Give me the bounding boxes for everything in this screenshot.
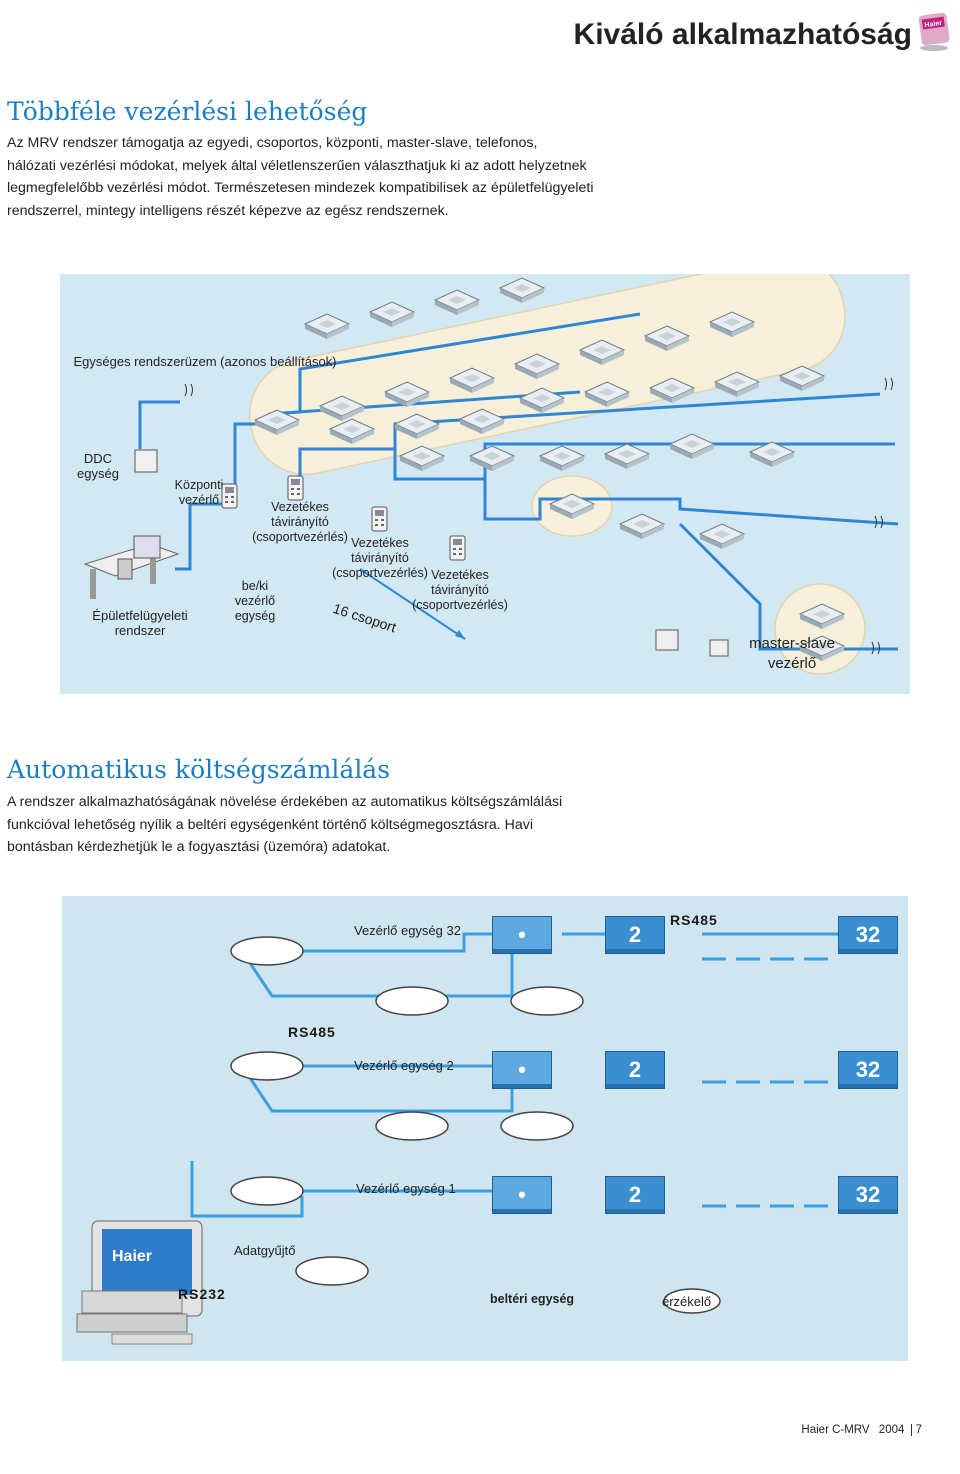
label-unit-1: Vezérlő egység 1	[356, 1181, 456, 1196]
paragraph-line: A rendszer alkalmazhatóságának növelése …	[7, 794, 563, 810]
label-line: Központi	[174, 478, 224, 492]
label-line: be/ki	[241, 579, 269, 593]
section-paragraph-control: Az MRV rendszer támogatja az egyedi, cso…	[7, 132, 937, 222]
haier-logo: Haier	[918, 12, 950, 51]
paragraph-line: bontásban kérdezhetjük le a fogyasztási …	[7, 839, 391, 855]
section-heading-control: Többféle vezérlési lehetőség	[7, 97, 368, 126]
unit-box: •	[492, 1176, 552, 1214]
label-line: távirányító	[271, 515, 329, 529]
label-indoor-unit: beltéri egység	[490, 1292, 575, 1306]
page-footer: Haier C-MRV 2004 7	[801, 1424, 922, 1436]
diagram-graphics	[83, 274, 899, 675]
label-line: (csoportvezérlés)	[332, 566, 428, 580]
label-line: Vezetékes	[271, 500, 329, 514]
label-wired-remote-1: Vezetékes távirányító (csoportvezérlés)	[250, 500, 350, 545]
label-unified-operation: Egységes rendszerüzem (azonos beállításo…	[73, 354, 337, 369]
label-rs485-mid: RS485	[288, 1024, 336, 1040]
label-unit-32: Vezérlő egység 32	[354, 923, 461, 938]
label-unit-2: Vezérlő egység 2	[354, 1058, 454, 1073]
footer-brand: Haier C-MRV	[801, 1424, 870, 1436]
label-rs485-top: RS485	[670, 912, 718, 928]
billing-diagram: Haier Vezérlő egység 32 Vezérlő egység 2…	[62, 896, 908, 1361]
label-wired-remote-3: Vezetékes távirányító (csoportvezérlés)	[410, 568, 510, 613]
page-header-title: Kiváló alkalmazhatóság	[573, 18, 912, 51]
logo-text: Haier	[924, 20, 943, 29]
label-line: vezérlő	[178, 493, 220, 507]
label-master-slave: master-slave vezérlő	[742, 634, 842, 674]
control-modes-diagram: Egységes rendszerüzem (azonos beállításo…	[60, 274, 910, 694]
label-line: egység	[234, 609, 276, 623]
unit-box: 2	[605, 1176, 665, 1214]
workstation-icon	[83, 535, 180, 599]
footer-year: 2004	[878, 1424, 905, 1436]
unit-box: •	[492, 916, 552, 954]
footer-page-number: 7	[910, 1424, 922, 1436]
paragraph-line: hálózati vezérlési módokat, melyek által…	[7, 157, 587, 174]
label-bms-system: Épületfelügyeleti rendszer	[80, 608, 200, 638]
label-line: távirányító	[431, 583, 489, 597]
unit-box: •	[492, 1051, 552, 1089]
label-line: Vezetékes	[431, 568, 489, 582]
unit-box: 32	[838, 1176, 898, 1214]
label-data-collector: Adatgyűjtő	[234, 1243, 296, 1258]
section-paragraph-billing: A rendszer alkalmazhatóságának növelése …	[7, 791, 937, 859]
label-line: master-slave	[749, 635, 835, 652]
label-line: (csoportvezérlés)	[412, 598, 508, 612]
label-line: Épületfelügyeleti	[92, 608, 188, 623]
unit-box: 2	[605, 1051, 665, 1089]
label-line: Vezetékes	[351, 536, 409, 550]
label-central-controller: Központi vezérlő	[164, 478, 234, 508]
paragraph-line: legmegfelelőbb vezérlési módot. Természe…	[7, 180, 594, 196]
label-onoff-unit: be/ki vezérlő egység	[220, 579, 290, 624]
unit-box: 32	[838, 1051, 898, 1089]
label-ddc-unit: DDC egység	[77, 451, 119, 481]
label-sensor: érzékelő	[662, 1294, 712, 1309]
label-line: (csoportvezérlés)	[252, 530, 348, 544]
label-line: rendszer	[114, 623, 166, 638]
paragraph-line: funkcióval lehetőség nyílik a beltéri eg…	[7, 816, 534, 833]
paragraph-line: rendszerrel, mintegy intelligens részét …	[7, 202, 449, 219]
label-line: vezérlő	[234, 594, 276, 608]
section-heading-billing: Automatikus költségszámlálás	[7, 755, 391, 784]
label-line: távirányító	[351, 551, 409, 565]
label-rs232: RS232	[178, 1286, 226, 1302]
unit-box: 32	[838, 916, 898, 954]
pc-logo-text: Haier	[112, 1248, 152, 1265]
computer-icon	[76, 1220, 203, 1345]
unit-box: 2	[605, 916, 665, 954]
label-line: vezérlő	[767, 655, 817, 672]
label-wired-remote-2: Vezetékes távirányító (csoportvezérlés)	[330, 536, 430, 581]
paragraph-line: Az MRV rendszer támogatja az egyedi, cso…	[7, 135, 538, 151]
